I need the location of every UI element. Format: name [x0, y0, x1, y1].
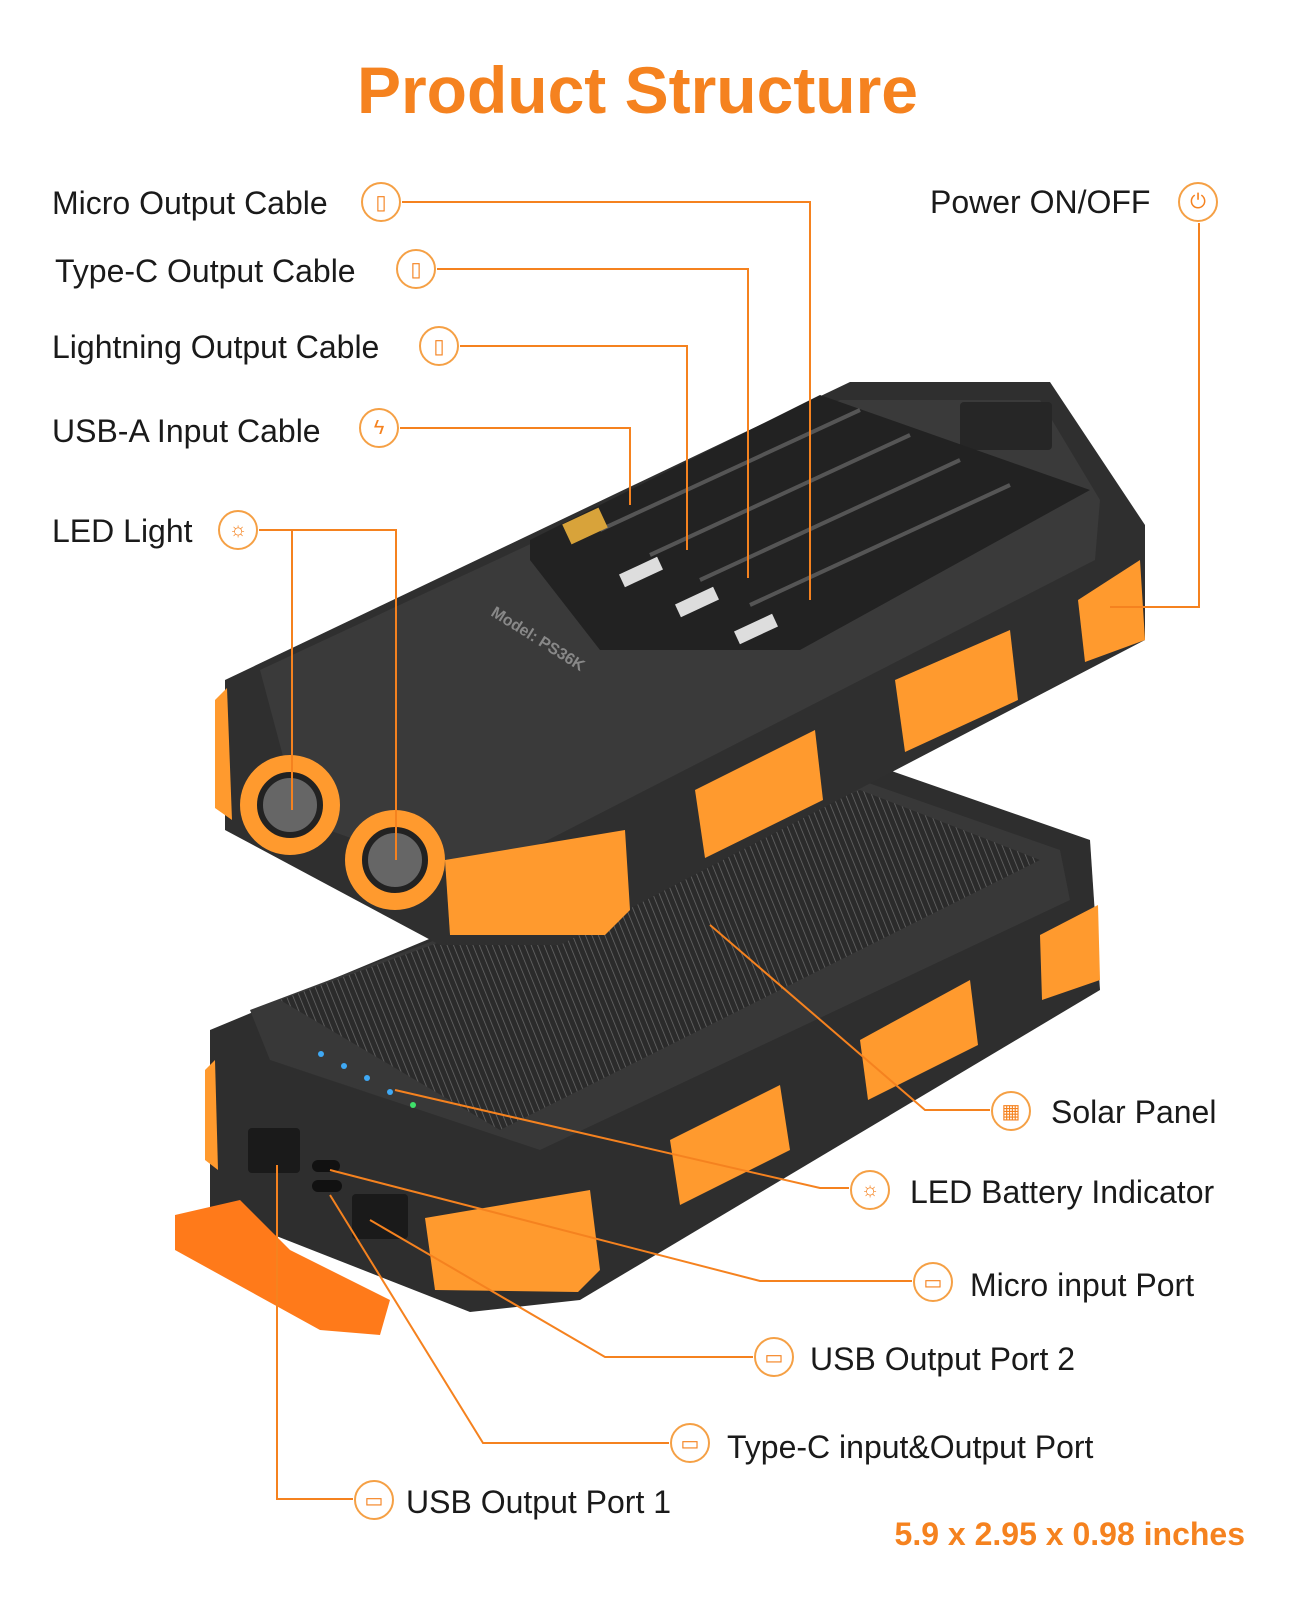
solar-panel: [280, 790, 1040, 1130]
battery-indicator-leds: [318, 1051, 416, 1108]
label-typec-output-cable: Type-C Output Cable: [55, 253, 356, 289]
label-usba-input-cable: USB-A Input Cable: [52, 413, 321, 449]
upper-power-bank: Model: PS36K: [215, 382, 1145, 945]
power-icon: ⏻: [1178, 182, 1218, 222]
label-usb-output-port-1: USB Output Port 1: [406, 1484, 672, 1520]
typec-port-icon: ▭: [670, 1423, 710, 1463]
label-solar-panel: Solar Panel: [1051, 1094, 1217, 1130]
label-lightning-output-cable: Lightning Output Cable: [52, 329, 380, 365]
label-micro-output-cable: Micro Output Cable: [52, 185, 328, 221]
micro-cable-icon: ▯: [361, 182, 401, 222]
page-title: Product Structure: [356, 53, 919, 127]
leader-lines: [259, 201, 1200, 1500]
micro-port-icon: ▭: [913, 1262, 953, 1302]
usba-cable-icon: ϟ: [359, 408, 399, 448]
typec-port: [312, 1180, 342, 1192]
usb-port-2: [352, 1194, 408, 1239]
lower-power-bank: [175, 760, 1100, 1335]
port-cover: [175, 1200, 390, 1335]
led-indicator-icon: ☼: [850, 1170, 890, 1210]
label-typec-port: Type-C input&Output Port: [727, 1429, 1094, 1465]
label-power: Power ON/OFF: [930, 184, 1151, 220]
typec-cable-icon: ▯: [396, 249, 436, 289]
usb-port-2-icon: ▭: [754, 1337, 794, 1377]
usb-a-connector: [562, 507, 608, 545]
usb-port-1: [248, 1128, 300, 1173]
power-button-housing: [960, 402, 1052, 450]
label-led-battery-indicator: LED Battery Indicator: [910, 1174, 1215, 1210]
lightning-cable-icon: ▯: [419, 326, 459, 366]
dimensions: 5.9 x 2.95 x 0.98 inches: [894, 1516, 1245, 1552]
label-usb-output-port-2: USB Output Port 2: [810, 1341, 1076, 1377]
bulb-icon: ☼: [218, 510, 258, 550]
label-led-light: LED Light: [52, 513, 193, 549]
label-micro-input-port: Micro input Port: [970, 1267, 1195, 1303]
micro-port: [312, 1160, 340, 1172]
solar-panel-icon: ▦: [991, 1091, 1031, 1131]
usb-port-1-icon: ▭: [354, 1480, 394, 1520]
